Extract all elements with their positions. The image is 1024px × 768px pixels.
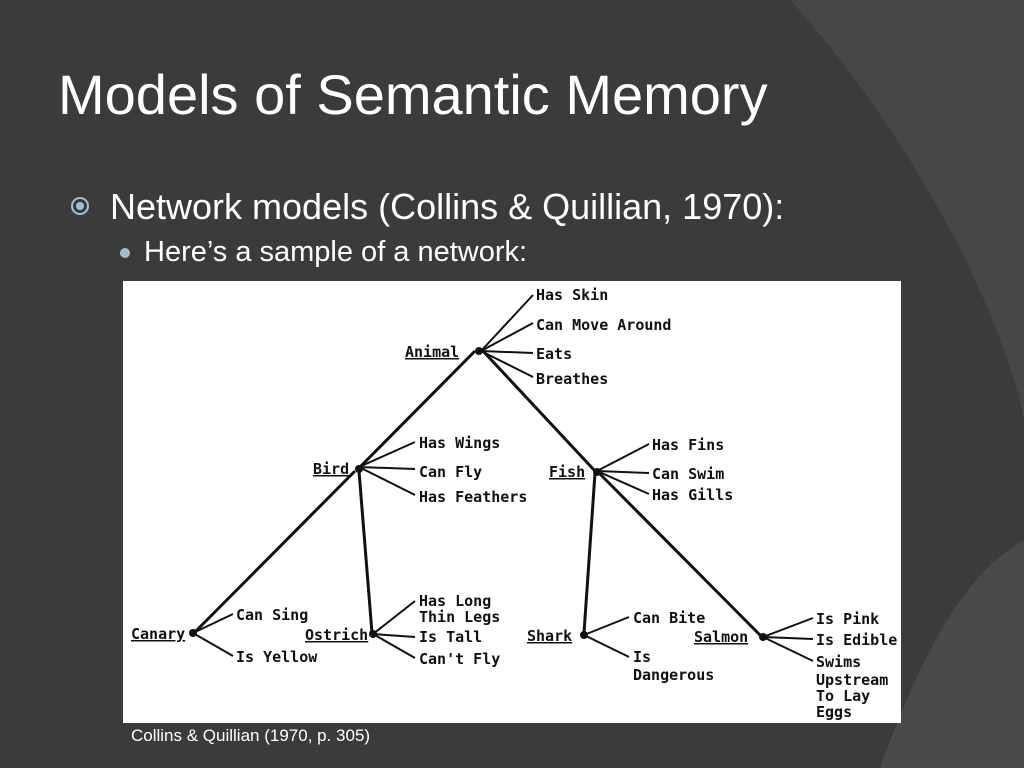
figure-caption: Collins & Quillian (1970, p. 305) — [131, 726, 371, 745]
node-ostrich: Ostrich — [305, 626, 368, 644]
dot-bullet-icon — [120, 248, 130, 258]
property-ostrich-3: Is Tall — [419, 628, 482, 646]
node-animal: Animal — [405, 343, 459, 361]
bullet-level-2-text: Here’s a sample of a network: — [144, 236, 528, 268]
slide-title: Models of Semantic Memory — [58, 63, 768, 126]
semantic-network-figure: Animal Bird Fish Canary Ostrich Shark Sa… — [123, 281, 901, 723]
property-shark-3: Dangerous — [633, 666, 714, 684]
property-links — [192, 294, 814, 662]
property-salmon-2: Is Edible — [816, 631, 897, 649]
property-animal-1: Has Skin — [536, 286, 608, 304]
node-bird: Bird — [313, 460, 349, 478]
network-links — [191, 349, 763, 638]
circle-bullet-icon — [71, 197, 89, 215]
property-salmon-1: Is Pink — [816, 610, 879, 628]
semantic-network-diagram: Animal Bird Fish Canary Ostrich Shark Sa… — [131, 286, 897, 721]
property-shark-1: Can Bite — [633, 609, 705, 627]
property-salmon-6: Eggs — [816, 703, 852, 721]
property-salmon-4: Upstream — [816, 671, 888, 689]
property-bird-1: Has Wings — [419, 434, 500, 452]
node-fish: Fish — [549, 463, 585, 481]
node-salmon: Salmon — [694, 628, 748, 646]
property-shark-2: Is — [633, 648, 651, 666]
node-shark: Shark — [527, 627, 572, 645]
property-fish-3: Has Gills — [652, 486, 733, 504]
property-ostrich-4: Can't Fly — [419, 650, 500, 668]
property-salmon-5: To Lay — [816, 687, 870, 705]
property-fish-2: Can Swim — [652, 465, 724, 483]
node-points — [189, 347, 767, 641]
property-animal-3: Eats — [536, 345, 572, 363]
property-salmon-3: Swims — [816, 653, 861, 671]
property-fish-1: Has Fins — [652, 436, 724, 454]
property-canary-2: Is Yellow — [236, 648, 318, 666]
node-canary: Canary — [131, 625, 185, 643]
property-ostrich-2: Thin Legs — [419, 608, 500, 626]
property-bird-3: Has Feathers — [419, 488, 527, 506]
property-animal-2: Can Move Around — [536, 316, 671, 334]
property-bird-2: Can Fly — [419, 463, 482, 481]
bullet-level-1-text: Network models (Collins & Quillian, 1970… — [110, 186, 785, 227]
property-canary-1: Can Sing — [236, 606, 308, 624]
property-animal-4: Breathes — [536, 370, 608, 388]
property-ostrich-1: Has Long — [419, 592, 491, 610]
